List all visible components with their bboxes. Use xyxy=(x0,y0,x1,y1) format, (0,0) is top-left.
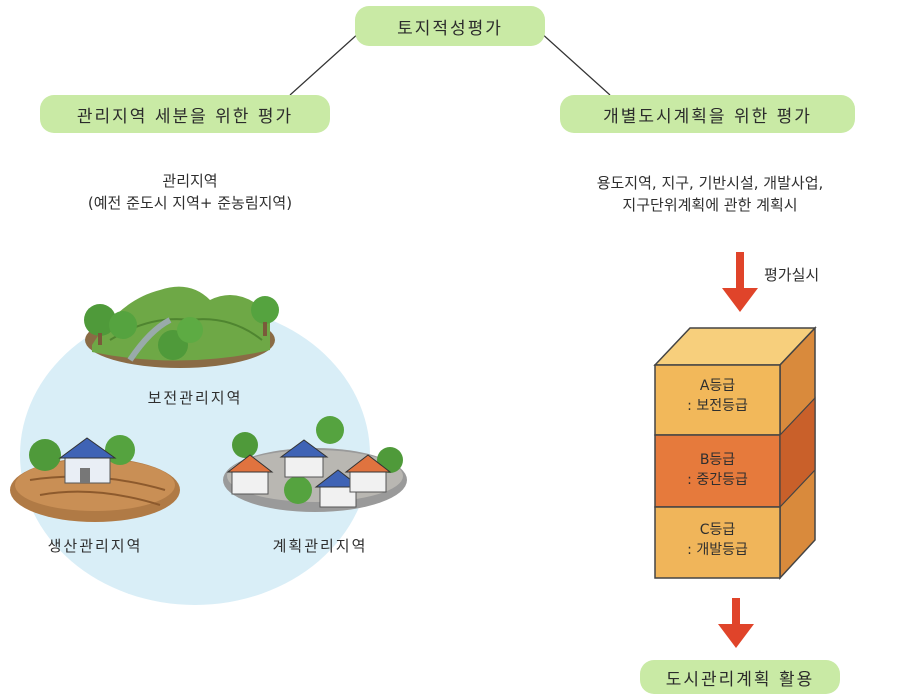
right-desc-line1: 용도지역, 지구, 기반시설, 개발사업, xyxy=(596,174,824,192)
down-arrow-icon xyxy=(722,252,758,312)
grade-a-label: A등급 xyxy=(699,378,736,394)
planned-area-illustration xyxy=(223,416,407,512)
water-background xyxy=(20,305,370,605)
left-heading: 관리지역 세분을 위한 평가 xyxy=(76,106,294,127)
arrow-label: 평가실시 xyxy=(764,266,820,284)
grade-b-text: B등급 : 중간등급 xyxy=(655,450,780,490)
result-badge: 도시관리계획 활용 xyxy=(640,660,840,694)
left-description: 관리지역 (예전 준도시 지역+ 준농림지역) xyxy=(20,170,360,214)
right-heading-badge: 개별도시계획을 위한 평가 xyxy=(560,95,855,133)
grade-c-text: C등급 : 개발등급 xyxy=(655,520,780,560)
left-desc-line2: (예전 준도시 지역+ 준농림지역) xyxy=(87,194,293,212)
production-area-illustration xyxy=(10,435,180,522)
right-desc-line2: 지구단위계획에 관한 계획시 xyxy=(622,196,798,214)
grade-b-desc: : 중간등급 xyxy=(687,472,748,488)
grade-block-c xyxy=(654,506,781,579)
title-badge: 토지적성평가 xyxy=(355,6,545,46)
right-description: 용도지역, 지구, 기반시설, 개발사업, 지구단위계획에 관한 계획시 xyxy=(530,172,890,216)
grade-box-illustration xyxy=(653,326,817,580)
result-label: 도시관리계획 활용 xyxy=(665,669,815,690)
conservation-area-illustration xyxy=(84,286,279,368)
connector-line-left xyxy=(289,31,361,96)
area-label-production: 생산관리지역 xyxy=(47,537,143,555)
grade-a-desc: : 보전등급 xyxy=(687,398,748,414)
left-desc-line1: 관리지역 xyxy=(162,172,218,190)
result-arrow-icon xyxy=(718,598,754,648)
grade-a-text: A등급 : 보전등급 xyxy=(655,376,780,416)
grade-c-label: C등급 xyxy=(699,522,736,538)
grade-c-desc: : 개발등급 xyxy=(687,542,748,558)
connector-line-right xyxy=(539,31,611,96)
area-label-conservation: 보전관리지역 xyxy=(147,389,243,407)
right-heading: 개별도시계획을 위한 평가 xyxy=(603,106,812,127)
grade-block-b xyxy=(654,434,781,508)
grade-b-label: B등급 xyxy=(699,452,736,468)
page-title: 토지적성평가 xyxy=(397,18,503,39)
area-label-planned: 계획관리지역 xyxy=(272,537,368,555)
left-heading-badge: 관리지역 세분을 위한 평가 xyxy=(40,95,330,133)
grade-block-a xyxy=(654,364,781,436)
